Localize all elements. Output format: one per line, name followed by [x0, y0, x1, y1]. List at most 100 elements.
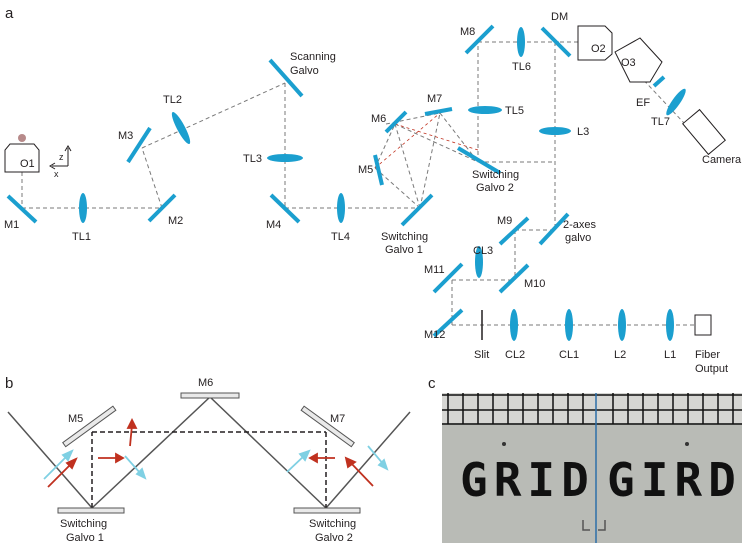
label-m10: M10 [524, 278, 545, 290]
label-o2: O2 [591, 43, 606, 55]
panel-label-c: c [428, 375, 436, 392]
lens-group [79, 27, 686, 341]
objective-o3 [614, 37, 663, 83]
objective-o2 [577, 25, 613, 61]
two-axes-galvo-mirror [538, 212, 570, 246]
label-m11: M11 [424, 264, 445, 276]
label-switching-galvo-1b: Galvo 1 [385, 244, 423, 256]
label-fiber: Fiber [695, 349, 720, 361]
label-m12: M12 [424, 329, 445, 341]
label-m6: M6 [371, 113, 386, 125]
galvo-b-1 [57, 507, 125, 514]
beam-path [21, 41, 701, 326]
label-tl4: TL4 [331, 231, 350, 243]
lens-tl1 [79, 193, 87, 223]
lens-tl5 [468, 106, 502, 114]
mirror-m3 [126, 126, 152, 164]
dichroic-mirror [540, 26, 572, 58]
label-axis-z: z [59, 152, 64, 162]
red-beam-path [374, 112, 479, 169]
label-m7: M7 [427, 93, 442, 105]
mirror-m7 [424, 107, 453, 116]
panel-b-mirrors [57, 392, 361, 514]
galvo-b-2 [293, 507, 361, 514]
panel-label-b: b [5, 375, 13, 392]
label-b-m5: M5 [68, 413, 83, 425]
lens-tl3 [267, 154, 303, 162]
emission-filter [652, 75, 666, 88]
label-switching-galvo-2b: Galvo 2 [476, 182, 514, 194]
lens-l1 [666, 309, 674, 341]
label-tl1: TL1 [72, 231, 91, 243]
label-cl2: CL2 [505, 349, 525, 361]
label-switching-galvo-2a: Switching [472, 169, 519, 181]
mirror-b-m7 [300, 405, 355, 448]
label-slit: Slit [474, 349, 489, 361]
label-2-axes: 2-axes [563, 219, 597, 231]
grid-photo [442, 393, 742, 543]
mirror-m2 [147, 193, 177, 223]
objective-o1 [4, 143, 40, 173]
mirror-m5 [373, 154, 384, 186]
label-camera: Camera [702, 154, 742, 166]
label-tl5: TL5 [505, 105, 524, 117]
label-cl1: CL1 [559, 349, 579, 361]
lens-cl2 [510, 309, 518, 341]
label-m2: M2 [168, 215, 183, 227]
mirror-m6 [384, 110, 408, 134]
label-scanning-galvo: Galvo [290, 65, 319, 77]
mirror-group [6, 24, 572, 338]
cyan-arrows [43, 445, 389, 480]
label-l1: L1 [664, 349, 676, 361]
label-m9: M9 [497, 215, 512, 227]
ruler-grid [442, 393, 742, 425]
label-m1: M1 [4, 219, 19, 231]
panel-b-dashed-path [91, 431, 327, 508]
lens-l3 [539, 127, 571, 135]
label-b-galvo1-a: Switching [60, 518, 107, 530]
label-b-galvo2-a: Switching [309, 518, 356, 530]
label-ef: EF [636, 97, 650, 109]
label-l3: L3 [577, 126, 589, 138]
label-tl3: TL3 [243, 153, 262, 165]
label-b-galvo2-b: Galvo 2 [315, 532, 353, 544]
label-m5: M5 [358, 164, 373, 176]
lens-tl6 [517, 27, 525, 57]
label-tl6: TL6 [512, 61, 531, 73]
mirror-m12 [432, 308, 464, 338]
lens-tl7 [666, 88, 686, 116]
mirror-m11 [432, 262, 464, 294]
label-m8: M8 [460, 26, 475, 38]
mirror-m4 [269, 193, 301, 224]
label-l2: L2 [614, 349, 626, 361]
panel-b-beams [7, 396, 411, 509]
label-fiber-output: Output [695, 363, 728, 375]
grid-text-right: GIRD [607, 453, 742, 507]
lens-l2 [618, 309, 626, 341]
mirror-m10 [498, 263, 530, 294]
label-tl7: TL7 [651, 116, 670, 128]
label-m4: M4 [266, 219, 281, 231]
mirror-m8 [464, 24, 495, 55]
sample-dot [18, 134, 26, 142]
lens-tl4 [337, 193, 345, 223]
label-b-m6: M6 [198, 377, 213, 389]
label-m3: M3 [118, 130, 133, 142]
label-cl3: CL3 [473, 245, 493, 257]
label-o3: O3 [621, 57, 636, 69]
label-tl2: TL2 [163, 94, 182, 106]
label-b-m7: M7 [330, 413, 345, 425]
switching-galvo-1-mirror [400, 193, 434, 227]
panel-label-a: a [5, 5, 14, 22]
mirror-m1 [6, 194, 38, 224]
label-b-galvo1-b: Galvo 1 [66, 532, 104, 544]
camera-body [682, 108, 726, 156]
grid-text-left: GRID [460, 453, 595, 507]
lens-tl2 [171, 111, 191, 145]
scanning-galvo-mirror [268, 58, 304, 98]
label-scanning: Scanning [290, 51, 336, 63]
red-arrows [47, 417, 374, 488]
axes-indicator [49, 145, 72, 170]
label-2-axes-galvo: galvo [565, 232, 591, 244]
